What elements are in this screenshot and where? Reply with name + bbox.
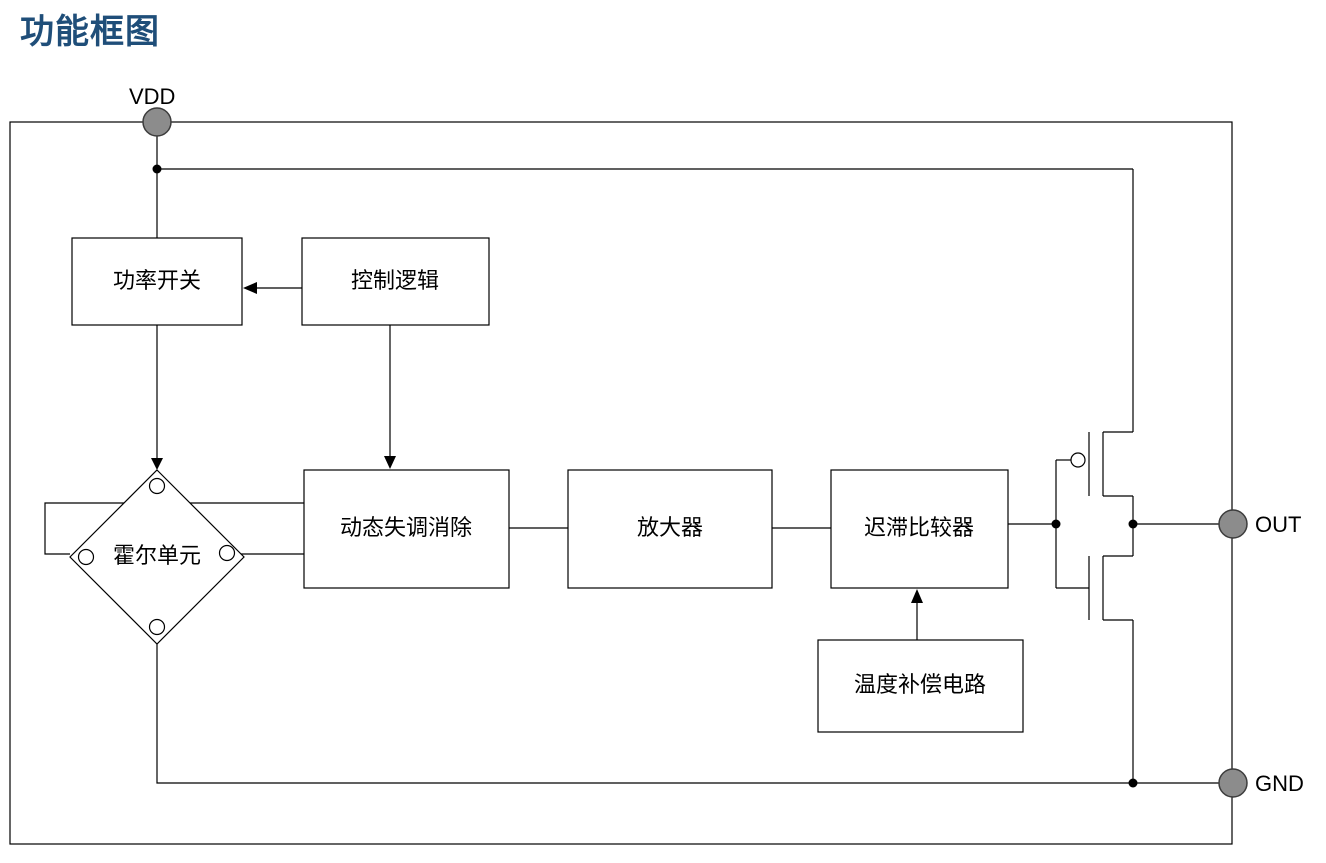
- hall-contact-left: [77, 548, 95, 566]
- gnd-junction: [1128, 778, 1138, 788]
- amplifier-label: 放大器: [637, 516, 703, 541]
- hall-element-label: 霍尔单元: [113, 544, 201, 569]
- hall-element-block: 霍尔单元: [69, 469, 245, 645]
- hall-contact-bottom: [148, 618, 166, 636]
- hall-contact-top: [148, 477, 166, 495]
- vdd-pin: [142, 107, 172, 137]
- hysteresis-comparator-block: 迟滞比较器: [830, 469, 1009, 589]
- vdd-pin-label: VDD: [129, 84, 175, 109]
- page-title: 功能框图: [20, 12, 160, 52]
- control-logic-block: 控制逻辑: [301, 237, 490, 326]
- out-pin: [1218, 509, 1248, 539]
- gnd-pin: [1218, 768, 1248, 798]
- vdd-junction: [152, 164, 162, 174]
- power-switch-block: 功率开关: [71, 237, 243, 326]
- temp-compensation-block: 温度补偿电路: [817, 639, 1024, 733]
- control-logic-label: 控制逻辑: [351, 269, 439, 294]
- wires: [44, 122, 1221, 784]
- chip-outline: [9, 121, 1233, 845]
- gnd-pin-label: GND: [1255, 771, 1304, 796]
- amplifier-block: 放大器: [567, 469, 773, 589]
- out-junction: [1128, 519, 1138, 529]
- power-switch-label: 功率开关: [113, 269, 201, 294]
- offset-cancel-block: 动态失调消除: [303, 469, 510, 589]
- offset-cancel-label: 动态失调消除: [340, 516, 472, 541]
- pmos-gate-bubble: [1070, 452, 1086, 468]
- hysteresis-comparator-label: 迟滞比较器: [864, 516, 974, 541]
- temp-compensation-label: 温度补偿电路: [854, 673, 986, 698]
- gate-junction: [1051, 519, 1061, 529]
- out-pin-label: OUT: [1255, 512, 1301, 537]
- hall-contact-right: [218, 544, 236, 562]
